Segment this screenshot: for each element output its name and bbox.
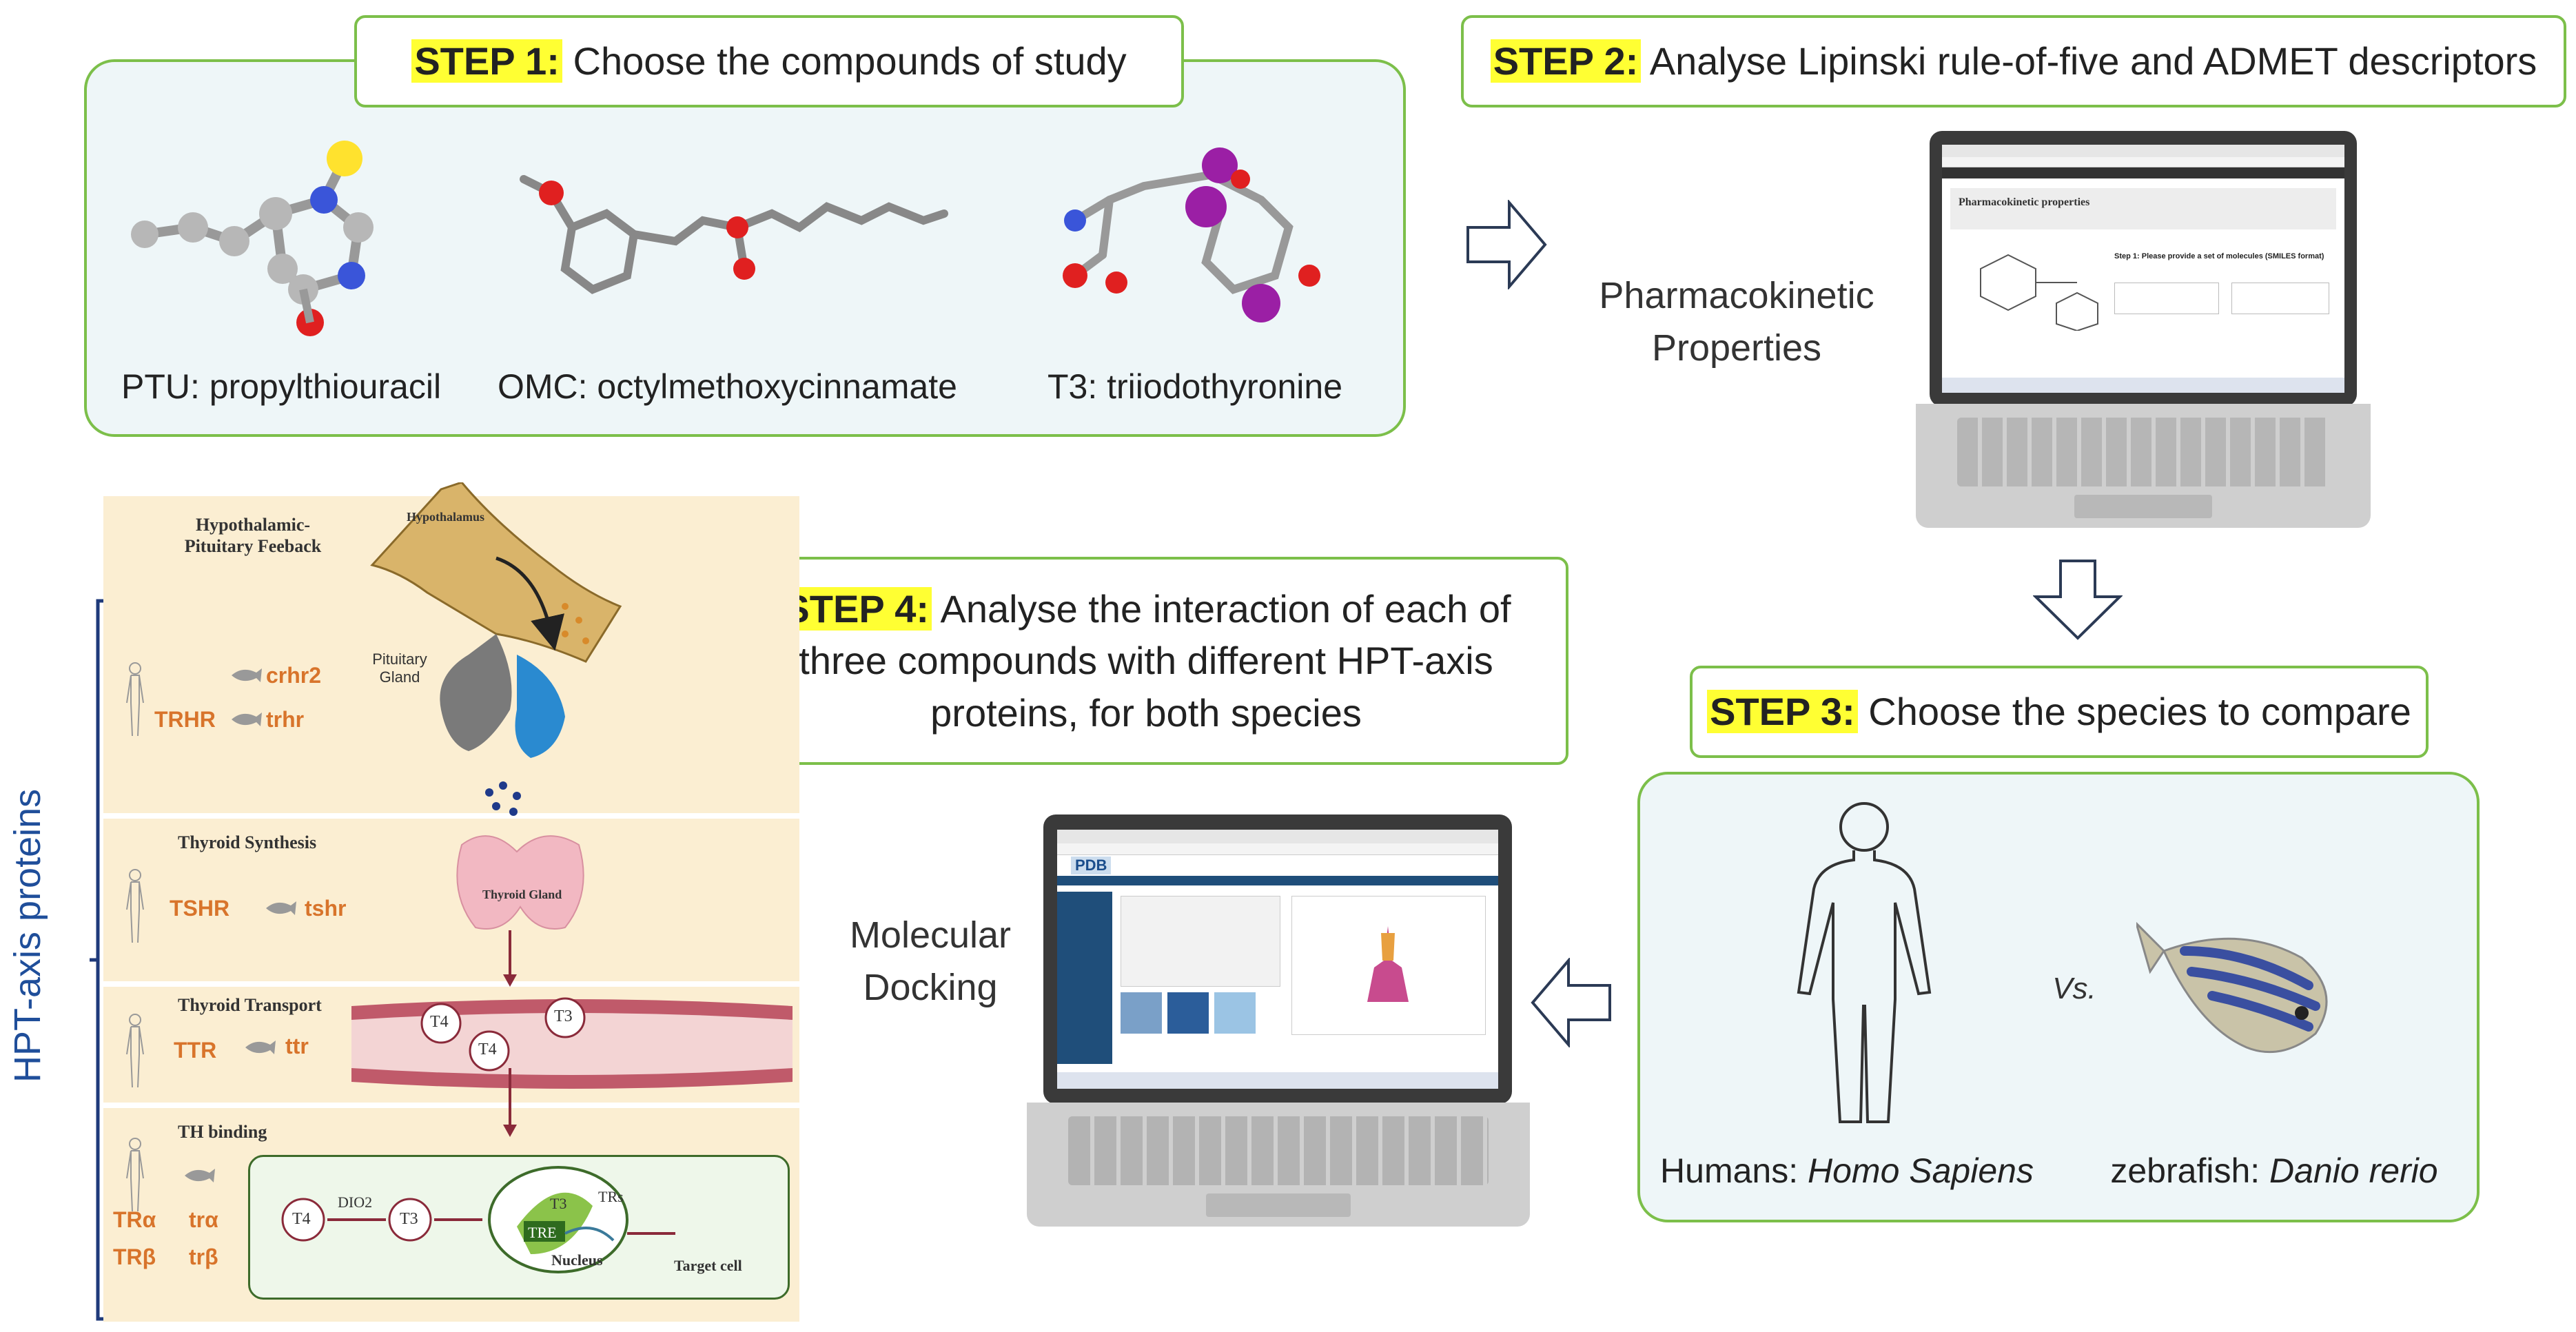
t4-circle-1: T4 [430, 1013, 449, 1031]
fish-icon-1 [232, 668, 262, 682]
gene-tra-human: TRα [113, 1207, 156, 1232]
zebrafish-icon [2136, 921, 2328, 1054]
t3-circle-1: T3 [554, 1007, 573, 1025]
gene-tra-fish: trα [189, 1207, 218, 1232]
gene-ttr-human: TTR [174, 1038, 217, 1063]
ptu-molecule [131, 141, 374, 336]
pituitary-label: Pituitary Gland [372, 650, 427, 686]
blood-vessel-illustration [351, 999, 793, 1089]
arrow-left-icon [1531, 958, 1611, 1047]
step4-box: STEP 4: Analyse the interaction of each … [724, 557, 1568, 765]
gene-trb-human: TRβ [113, 1244, 156, 1269]
fish-prefix: zebrafish: [2110, 1151, 2270, 1190]
step3-text: Choose the species to compare [1868, 690, 2411, 734]
species-panel [1637, 772, 2480, 1222]
step2-box: STEP 2: Analyse Lipinski rule-of-five an… [1461, 15, 2566, 107]
flow-arrows [503, 930, 517, 1137]
arrow-right-icon [1466, 200, 1547, 289]
binding-diagram [281, 1166, 675, 1273]
arrow-down-icon [2033, 560, 2123, 640]
t3-label: T3: triiodothyronine [1047, 367, 1343, 406]
ptu-label: PTU: propylthiouracil [121, 367, 442, 406]
step1-text: Choose the compounds of study [573, 39, 1127, 83]
trs-label: TRs [598, 1188, 624, 1205]
gene-trb-fish: trβ [189, 1244, 218, 1269]
hypothalamus-pituitary-illustration [370, 482, 622, 816]
step1-tag: STEP 1: [411, 39, 562, 83]
t3-molecule [1063, 147, 1320, 322]
gene-trhr-fish: trhr [266, 707, 305, 732]
step1-box: STEP 1: Choose the compounds of study [354, 15, 1184, 107]
fish-label: zebrafish: Danio rerio [2081, 1147, 2467, 1195]
person-icon-1 [126, 662, 144, 737]
fish-species: Danio rerio [2269, 1151, 2438, 1190]
pk-screen-step: Step 1: Please provide a set of molecule… [2114, 252, 2324, 260]
step4-text: Analyse the interaction of each of three… [799, 586, 1511, 735]
gene-ttr-fish: ttr [285, 1034, 309, 1058]
person-icon-2 [126, 869, 144, 943]
fish-icon-4 [245, 1041, 276, 1054]
step3-box: STEP 3: Choose the species to compare [1690, 666, 2429, 758]
step4-tag: STEP 4: [781, 586, 932, 631]
tre-label: TRE [528, 1224, 557, 1241]
synthesis-title: Thyroid Synthesis [178, 832, 317, 852]
nuclear-t3: T3 [550, 1195, 567, 1212]
thyroid-gland-label: Thyroid Gland [482, 888, 562, 901]
pk-screen-title: Pharmacokinetic properties [1959, 196, 2090, 208]
omc-molecule [520, 175, 948, 294]
fish-icon-5 [185, 1169, 215, 1182]
vs-label: Vs. [2052, 972, 2096, 1005]
person-icon-4 [126, 1138, 144, 1212]
hypothalamus-label: Hypothalamus [407, 510, 485, 524]
docking-label: Molecular Docking [849, 914, 1012, 1008]
fish-icon-2 [232, 713, 262, 726]
binding-t3: T3 [400, 1210, 418, 1228]
gene-tshr-human: TSHR [170, 896, 230, 921]
target-cell-label: Target cell [674, 1257, 742, 1274]
binding-title: TH binding [178, 1122, 267, 1142]
pdb-logo: PDB [1071, 857, 1112, 874]
transport-title: Thyroid Transport [178, 995, 322, 1015]
human-label: Humans: Homo Sapiens [1654, 1147, 2040, 1195]
dio2-label: DIO2 [338, 1193, 373, 1211]
person-icon-3 [126, 1014, 144, 1088]
binding-t4: T4 [292, 1210, 311, 1228]
hpt-axis-label: HPT-axis proteins [7, 788, 48, 1083]
laptop-docking-screen: PDB [1057, 830, 1498, 1089]
hormone-circles [420, 997, 586, 1072]
gene-tshr-fish: tshr [305, 896, 347, 921]
step3-tag: STEP 3: [1707, 690, 1858, 734]
omc-label: OMC: octylmethoxycinnamate [498, 367, 957, 406]
human-icon [1797, 802, 1932, 1123]
fish-icon-3 [266, 901, 296, 915]
laptop-docking: PDB [1027, 814, 1530, 1228]
human-species: Homo Sapiens [1808, 1151, 2034, 1190]
feedback-title: Hypothalamic-Pituitary Feeback [184, 515, 322, 557]
synthesis-section [103, 819, 799, 981]
t4-circle-2: T4 [478, 1041, 497, 1058]
pharmacokinetic-label: Pharmacokinetic Properties [1599, 275, 1874, 369]
step2-tag: STEP 2: [1490, 39, 1642, 83]
human-prefix: Humans: [1660, 1151, 1808, 1190]
gene-trhr-human: TRHR [154, 707, 216, 732]
gene-crhr2: crhr2 [266, 663, 322, 688]
step2-text: Analyse Lipinski rule-of-five and ADMET … [1649, 39, 2537, 83]
nucleus-label: Nucleus [551, 1251, 603, 1269]
laptop-pk: Pharmacokinetic properties Step 1: Pleas… [1916, 131, 2371, 537]
thyroid-gland-illustration [456, 835, 584, 930]
laptop-pk-screen: Pharmacokinetic properties Step 1: Pleas… [1942, 145, 2344, 393]
